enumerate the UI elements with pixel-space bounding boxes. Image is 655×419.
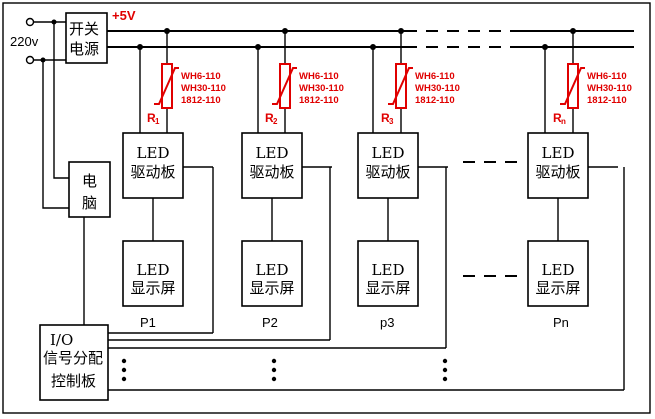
led-driver-board (241, 132, 303, 199)
resistor-subscript: 3 (389, 117, 394, 126)
varistor-spec: WH6-110 (415, 71, 455, 82)
io-board-label-line1: I/O (50, 331, 73, 349)
display-label-line2: 显示屏 (249, 279, 294, 297)
driver-label-line2: 驱动板 (249, 163, 294, 181)
display-label-line1: LED (542, 261, 575, 279)
varistor-spec: WH30-110 (587, 83, 632, 94)
varistor-spec: WH6-110 (587, 71, 627, 82)
led-display-screen (527, 240, 589, 307)
led-display-screen (122, 240, 184, 307)
driver-label-line1: LED (372, 144, 405, 162)
switching-power-supply (65, 12, 108, 64)
resistor-label: R (147, 111, 156, 125)
unit-name-label: p3 (380, 315, 394, 330)
resistor-subscript: 1 (155, 117, 160, 126)
driver-label-line1: LED (137, 144, 170, 162)
display-label-line1: LED (256, 261, 289, 279)
resistor-subscript: n (561, 117, 566, 126)
display-label-line1: LED (372, 261, 405, 279)
display-label-line2: 显示屏 (365, 279, 410, 297)
display-label-line1: LED (137, 261, 170, 279)
driver-label-line2: 驱动板 (130, 163, 175, 181)
io-board-label-line2: 信号分配 (43, 349, 103, 367)
power-supply-label-line2: 电源 (69, 40, 99, 58)
resistor-subscript: 2 (273, 117, 278, 126)
display-label-line2: 显示屏 (130, 279, 175, 297)
computer-label-line1: 电 (82, 172, 97, 190)
io-signal-board (39, 324, 109, 401)
varistor-symbol (279, 63, 291, 109)
rail-voltage-label: +5V (112, 8, 136, 23)
power-supply-label-line1: 开关 (69, 20, 99, 38)
unit-name-label: P1 (140, 315, 156, 330)
led-driver-board (122, 132, 184, 199)
driver-label-line1: LED (542, 144, 575, 162)
input-voltage-label: 220v (10, 34, 39, 49)
io-board-label-line3: 控制板 (51, 372, 96, 390)
unit-name-label: Pn (553, 315, 569, 330)
driver-label-line1: LED (256, 144, 289, 162)
led-driver-board (357, 132, 419, 199)
varistor-symbol (567, 63, 579, 109)
unit-name-label: P2 (262, 315, 278, 330)
led-display-screen (241, 240, 303, 307)
input-terminal-bottom (25, 55, 35, 65)
varistor-spec: WH30-110 (415, 83, 460, 94)
varistor-spec: WH6-110 (299, 71, 339, 82)
led-display-screen (357, 240, 419, 307)
resistor-label: R (553, 111, 562, 125)
varistor-spec: 1812-110 (181, 95, 221, 106)
resistor-label: R (381, 111, 390, 125)
computer-box (68, 161, 111, 218)
input-terminal-top (25, 17, 35, 27)
varistor-spec: 1812-110 (587, 95, 627, 106)
display-label-line2: 显示屏 (535, 279, 580, 297)
bus-ellipsis (121, 358, 448, 382)
varistor-spec: 1812-110 (299, 95, 339, 106)
varistor-spec: WH30-110 (181, 83, 226, 94)
driver-label-line2: 驱动板 (535, 163, 580, 181)
frame (2, 2, 651, 414)
led-driver-board (527, 132, 589, 199)
computer-label-line2: 脑 (82, 194, 97, 212)
varistor-spec: WH6-110 (181, 71, 221, 82)
varistor-symbol (395, 63, 407, 109)
varistor-spec: WH30-110 (299, 83, 344, 94)
driver-label-line2: 驱动板 (365, 163, 410, 181)
resistor-label: R (265, 111, 274, 125)
varistor-spec: 1812-110 (415, 95, 455, 106)
varistor-symbol (161, 63, 173, 109)
